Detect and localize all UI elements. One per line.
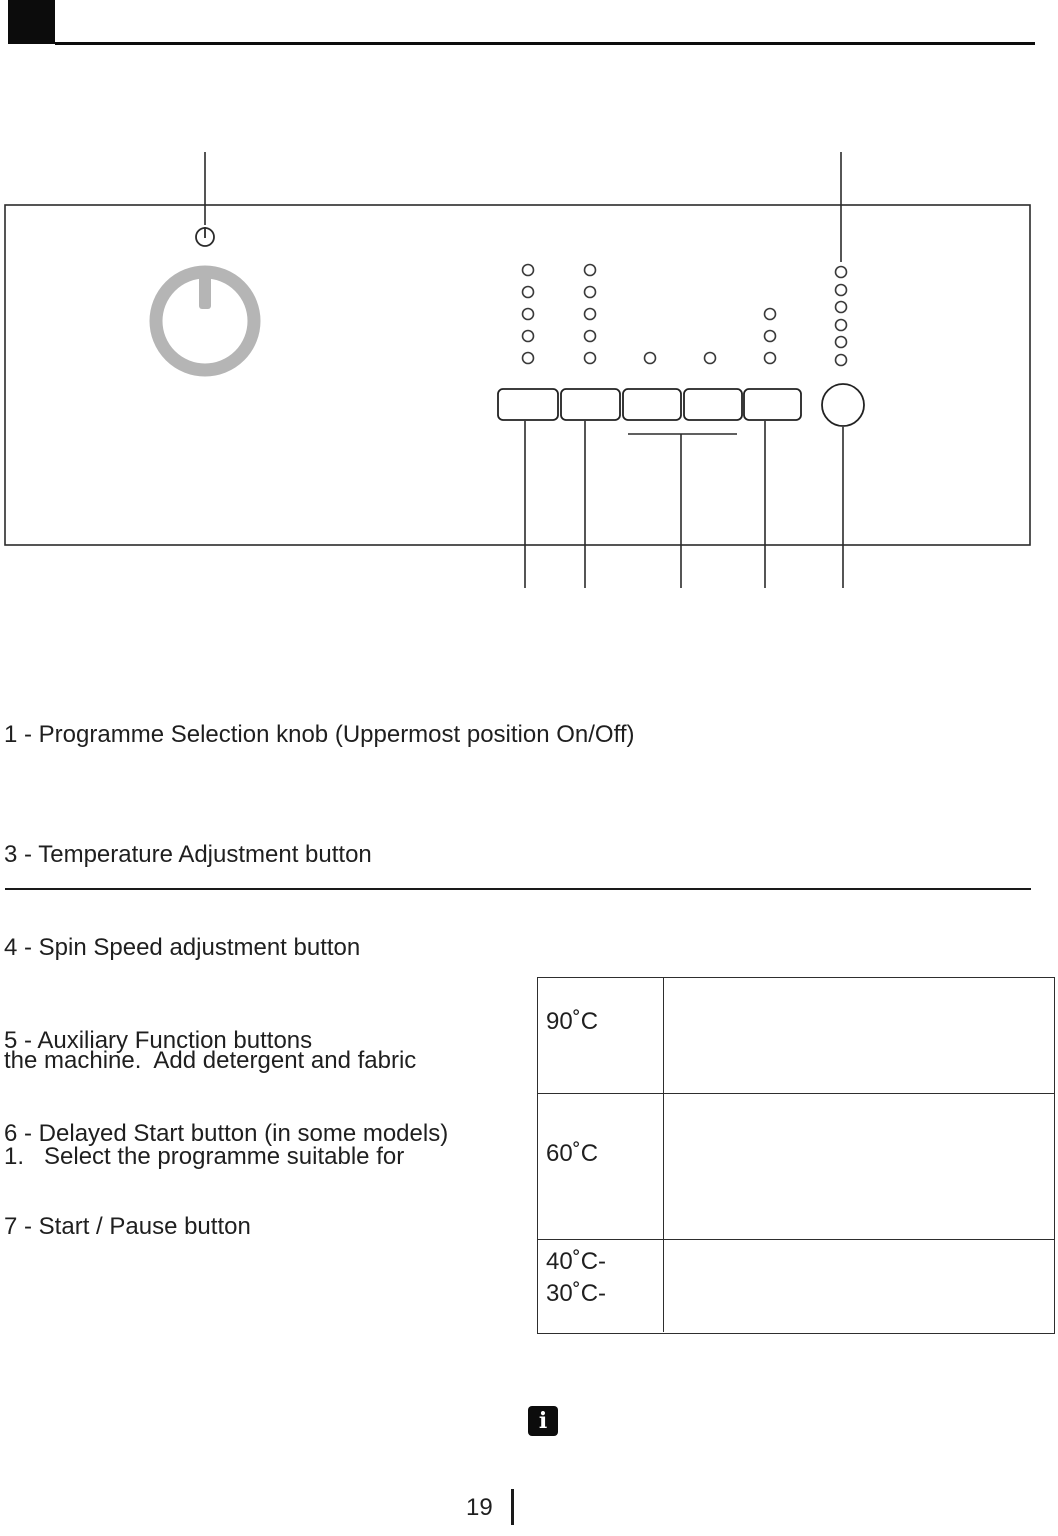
legend: 1 - Programme Selection knob (Uppermost … [4, 657, 1004, 1304]
aux-function-button-1 [622, 388, 682, 421]
legend-item-6: 6 - Delayed Start button (in some models… [4, 1120, 449, 1147]
start-pause-button [821, 383, 865, 427]
panel-outline [4, 204, 1031, 546]
knob-pointer [199, 267, 211, 309]
body-step-1: 1. Select the programme suitable for [4, 1143, 405, 1170]
indicator-led [703, 351, 717, 365]
table-row: 40˚C- 30˚C- [538, 1240, 1054, 1332]
power-icon [195, 227, 215, 247]
table-row: 90˚C [538, 978, 1054, 1094]
indicator-led [521, 307, 535, 321]
indicator-led [521, 285, 535, 299]
page-number: 19 [466, 1494, 493, 1521]
legend-item-4: 4 - Spin Speed adjustment button [4, 934, 361, 961]
indicator-led [521, 263, 535, 277]
indicator-led [834, 283, 848, 297]
legend-item-5: 5 - Auxiliary Function buttons [4, 1027, 313, 1054]
spin-speed-button [560, 388, 621, 421]
info-icon-glyph: i [538, 1408, 548, 1434]
temp-cell-90: 90˚C [538, 978, 664, 1093]
table-row: 60˚C [538, 1094, 1054, 1240]
indicator-led [643, 351, 657, 365]
indicator-led [583, 307, 597, 321]
indicator-led [834, 300, 848, 314]
indicator-led [521, 351, 535, 365]
temperature-button [497, 388, 559, 421]
temp-cell-60: 60˚C [538, 1094, 664, 1239]
section-divider [5, 888, 1031, 890]
corner-block [8, 0, 55, 44]
indicator-led [763, 307, 777, 321]
legend-item-7: 7 - Start / Pause button [4, 1213, 251, 1240]
desc-cell [664, 1094, 1054, 1239]
control-panel-diagram [4, 152, 1031, 588]
indicator-led [834, 335, 848, 349]
indicator-led [834, 265, 848, 279]
info-icon: i [528, 1406, 558, 1436]
desc-cell [664, 1240, 1054, 1332]
indicator-led [763, 351, 777, 365]
header-rule [55, 42, 1035, 45]
body-text-line-1: the machine. Add detergent and fabric [4, 1047, 417, 1074]
aux-function-button-2 [683, 388, 743, 421]
programme-selection-knob [149, 265, 261, 377]
indicator-leds [521, 263, 848, 367]
delayed-start-button [743, 388, 802, 421]
legend-item-1: 1 - Programme Selection knob (Uppermost … [4, 721, 635, 748]
temp-cell-40-30: 40˚C- 30˚C- [538, 1240, 664, 1332]
indicator-led [583, 351, 597, 365]
indicator-led [583, 263, 597, 277]
indicator-led [834, 318, 848, 332]
indicator-led [583, 329, 597, 343]
page-number-divider [511, 1489, 514, 1525]
legend-item-3: 3 - Temperature Adjustment button [4, 841, 372, 868]
indicator-led [763, 329, 777, 343]
temperature-table: 90˚C 60˚C 40˚C- 30˚C- [537, 977, 1055, 1334]
indicator-led [521, 329, 535, 343]
indicator-led [583, 285, 597, 299]
indicator-led [834, 353, 848, 367]
desc-cell [664, 978, 1054, 1093]
